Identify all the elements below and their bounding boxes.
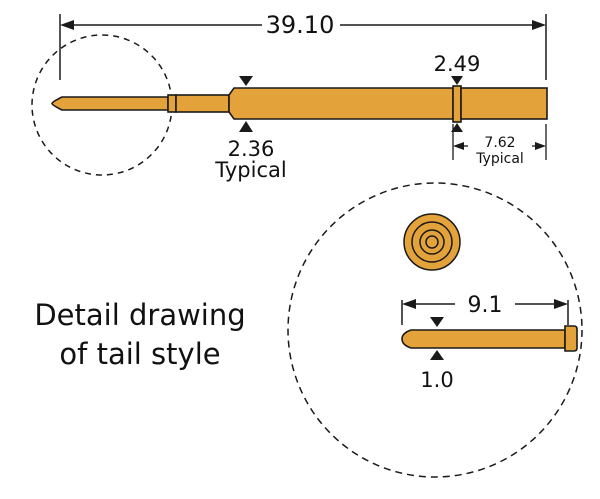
head-length-note: Typical [475,151,524,167]
probe-head-ring [452,85,462,123]
barrel-diameter-label: 2.36 [228,137,275,161]
head-length-label: 7.62 [484,135,515,151]
probe-end-view [403,213,461,271]
overall-length-dimension [59,14,547,80]
detail-view-circle [287,182,583,478]
tail-detail-shaft [401,329,566,349]
barrel-diameter-arrow-bottom [239,121,253,132]
tail-detail-body [401,325,578,352]
probe-tip [51,96,169,111]
head-diameter-arrow-top [451,76,463,85]
head-length-dimension [452,124,547,160]
tail-detail-ring [564,325,578,352]
tail-diameter-arrow-bottom [430,350,444,360]
tail-diameter-arrow-top [430,317,444,327]
barrel-diameter-note: Typical [214,158,286,182]
tail-length-label: 9.1 [468,293,503,318]
barrel-diameter-arrow-top [239,76,253,86]
head-diameter-arrow-bottom [451,123,463,132]
tail-length-dimension [401,299,569,325]
probe-neck [175,94,230,113]
probe-body [51,85,548,123]
caption-line-1: Detail drawing [34,298,245,332]
probe-tail-ring [167,94,177,113]
caption-line-2: of tail style [59,337,220,371]
probe-plunger [460,87,548,120]
overall-length-label: 39.10 [266,11,335,39]
head-diameter-label: 2.49 [434,52,481,76]
probe-barrel [228,87,454,120]
tail-diameter-label: 1.0 [420,368,453,392]
